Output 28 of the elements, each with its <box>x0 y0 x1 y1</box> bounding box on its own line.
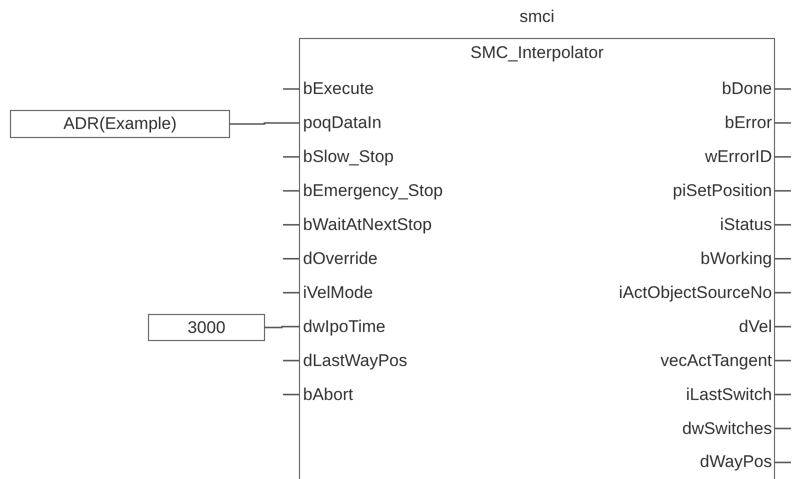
output-pin-label: iLastSwitch <box>686 384 774 406</box>
input-value-box: ADR(Example) <box>10 110 230 138</box>
connector-line <box>230 122 299 125</box>
output-pin-label: bDone <box>722 78 774 100</box>
input-pin-label: dwIpoTime <box>300 316 386 338</box>
input-pin-label: dLastWayPos <box>300 350 408 372</box>
input-pin-label: poqDataIn <box>300 112 382 134</box>
block-type-name: SMC_Interpolator <box>469 43 605 63</box>
output-pin-label: iActObjectSourceNo <box>618 282 774 304</box>
output-pin-label: piSetPosition <box>672 180 774 202</box>
input-pin-label: bAbort <box>300 384 354 406</box>
input-pin-label: bSlow_Stop <box>300 146 394 168</box>
input-pin-label: bEmergency_Stop <box>300 180 443 202</box>
input-pin-label: bWaitAtNextStop <box>300 214 432 236</box>
output-pin-label: vecActTangent <box>660 350 774 372</box>
instance-name: smci <box>518 7 556 27</box>
output-pin-label: dwSwitches <box>682 418 774 440</box>
output-pin-label: iStatus <box>720 214 774 236</box>
input-value-box: 3000 <box>148 314 265 341</box>
input-pin-label: dOverride <box>300 248 378 270</box>
output-pin-label: bWorking <box>700 248 774 270</box>
input-pin-label: bExecute <box>300 78 374 100</box>
output-pin-label: bError <box>724 112 774 134</box>
output-pin-label: wErrorID <box>704 146 774 168</box>
output-pin-label: dWayPos <box>700 451 774 474</box>
output-pin-label: dVel <box>738 316 774 338</box>
connector-line <box>265 326 299 328</box>
input-pin-label: iVelMode <box>300 282 373 304</box>
